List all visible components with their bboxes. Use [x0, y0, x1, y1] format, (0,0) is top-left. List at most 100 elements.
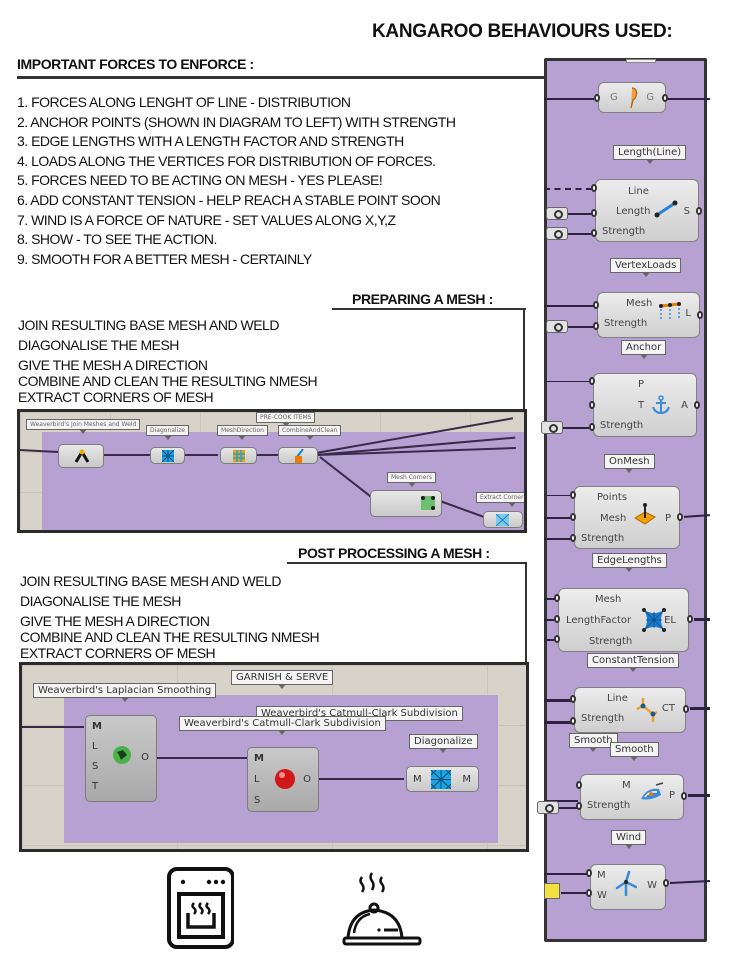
output-label: O: [141, 752, 149, 763]
input-port[interactable]: [589, 401, 595, 409]
output-port[interactable]: [694, 401, 700, 409]
output-port[interactable]: [696, 207, 702, 215]
kangaroo-panel[interactable]: G G Length(Line) Line Length Strength S …: [537, 58, 711, 942]
input-port[interactable]: [586, 889, 592, 897]
mesh-direction-component[interactable]: [220, 447, 257, 464]
output-port[interactable]: [697, 311, 703, 319]
wire: [22, 726, 84, 728]
wire: [544, 598, 556, 600]
input-port[interactable]: [570, 491, 576, 499]
component-tag: Weaverbird's Join Meshes and Weld: [26, 419, 141, 434]
strength-slider[interactable]: [537, 801, 559, 814]
input-port[interactable]: [570, 534, 576, 542]
catmull-clark-component[interactable]: M L S O: [247, 747, 319, 812]
output-port[interactable]: [663, 879, 669, 887]
preparing-steps: JOIN RESULTING BASE MESH AND WELD DIAGON…: [18, 317, 318, 405]
length-slider[interactable]: [546, 207, 568, 220]
component-tag: Mesh Corners: [387, 472, 437, 487]
wire: [544, 188, 592, 190]
wire: [100, 454, 150, 456]
combine-and-clean-component[interactable]: [278, 447, 318, 464]
strength-slider[interactable]: [546, 227, 568, 240]
diagonalize-component[interactable]: M M: [406, 766, 479, 792]
post-canvas[interactable]: GARNISH & SERVE Weaverbird's Laplacian S…: [19, 662, 529, 852]
extract-corners-component[interactable]: [483, 511, 523, 528]
input-port[interactable]: [591, 229, 597, 237]
on-mesh-icon: [634, 503, 656, 525]
preparing-heading: PREPARING A MESH :: [352, 291, 493, 307]
diagonalize-component[interactable]: [150, 447, 185, 464]
laplacian-smoothing-component[interactable]: M L S T O: [85, 715, 157, 802]
input-port[interactable]: [591, 209, 597, 217]
constant-tension-component[interactable]: Line Strength CT: [574, 687, 686, 733]
group-label: GARNISH & SERVE: [231, 670, 334, 689]
input-label: S: [254, 795, 261, 806]
input-port[interactable]: [554, 635, 560, 643]
force-item: 9. SMOOTH FOR A BETTER MESH - CERTAINLY: [17, 250, 312, 267]
output-port[interactable]: [681, 792, 687, 800]
component-tag: Weaverbird's Catmull-Clark Subdivision: [179, 716, 386, 735]
input-label: Strength: [581, 533, 625, 544]
input-port[interactable]: [593, 322, 599, 330]
post-divider: [287, 562, 527, 564]
input-port[interactable]: [591, 184, 597, 192]
component-tag: Diagonalize: [409, 734, 478, 753]
input-port[interactable]: [594, 94, 600, 102]
input-label: Mesh: [595, 594, 622, 605]
smooth-component[interactable]: M Strength P: [580, 774, 684, 820]
input-port[interactable]: [576, 802, 582, 810]
mesh-direction-icon: [233, 450, 245, 462]
input-port[interactable]: [570, 695, 576, 703]
input-port[interactable]: [586, 869, 592, 877]
wind-vector-input[interactable]: [544, 883, 560, 899]
edge-lengths-component[interactable]: Mesh LengthFactor Strength EL: [558, 588, 689, 652]
input-port[interactable]: [570, 513, 576, 521]
extract-corners-icon: [496, 514, 509, 526]
group-top-tag: [626, 59, 656, 63]
input-port[interactable]: [554, 594, 560, 602]
length-line-icon: [654, 200, 678, 218]
output-port[interactable]: [683, 705, 689, 713]
input-label: M: [413, 774, 422, 785]
input-port[interactable]: [593, 301, 599, 309]
wire: [183, 454, 218, 456]
input-port[interactable]: [589, 423, 595, 431]
input-port[interactable]: [589, 377, 595, 385]
wire: [544, 495, 572, 496]
force-item: 7. WIND IS A FORCE OF NATURE - SET VALUE…: [17, 211, 396, 228]
strength-slider[interactable]: [546, 320, 568, 333]
length-line-component[interactable]: Line Length Strength S: [595, 179, 699, 242]
input-port[interactable]: [570, 717, 576, 725]
preparing-canvas[interactable]: PRE-COOK ITEMS Weaverbird's Join Meshes …: [17, 409, 527, 533]
strength-slider[interactable]: [541, 421, 563, 434]
force-item: 5. FORCES NEED TO BE ACTING ON MESH - YE…: [17, 172, 383, 189]
output-label: S: [683, 206, 690, 217]
wire: [544, 800, 578, 802]
input-port[interactable]: [576, 781, 582, 789]
wind-component[interactable]: M W W: [590, 864, 666, 910]
smooth-icon: [641, 782, 664, 800]
vertex-loads-component[interactable]: Mesh Strength L: [597, 292, 700, 338]
preparing-step: JOIN RESULTING BASE MESH AND WELD: [18, 317, 279, 333]
output-port[interactable]: [662, 94, 668, 102]
input-port[interactable]: [554, 615, 560, 623]
wire: [561, 892, 589, 894]
join-meshes-weld-component[interactable]: [58, 444, 104, 468]
output-port[interactable]: [687, 615, 693, 623]
wire: [688, 794, 710, 797]
input-label: Strength: [604, 318, 648, 329]
post-step: JOIN RESULTING BASE MESH AND WELD: [20, 573, 281, 589]
kangaroo-goal-component[interactable]: G G: [598, 82, 666, 113]
anchor-component[interactable]: P T Strength A: [593, 373, 697, 437]
component-tag: OnMesh: [604, 454, 655, 473]
forces-list: 1. FORCES ALONG LENGHT OF LINE - DISTRIB…: [17, 93, 456, 269]
input-label: Strength: [587, 800, 631, 811]
on-mesh-component[interactable]: Points Mesh Strength P: [574, 486, 680, 549]
laplacian-icon: [113, 746, 131, 764]
output-label: M: [462, 774, 471, 785]
wire: [694, 618, 710, 621]
output-port[interactable]: [677, 513, 683, 521]
input-label: Strength: [602, 226, 646, 237]
mesh-corners-component[interactable]: [370, 490, 442, 517]
component-tag-overlapped: Smooth: [569, 733, 618, 752]
